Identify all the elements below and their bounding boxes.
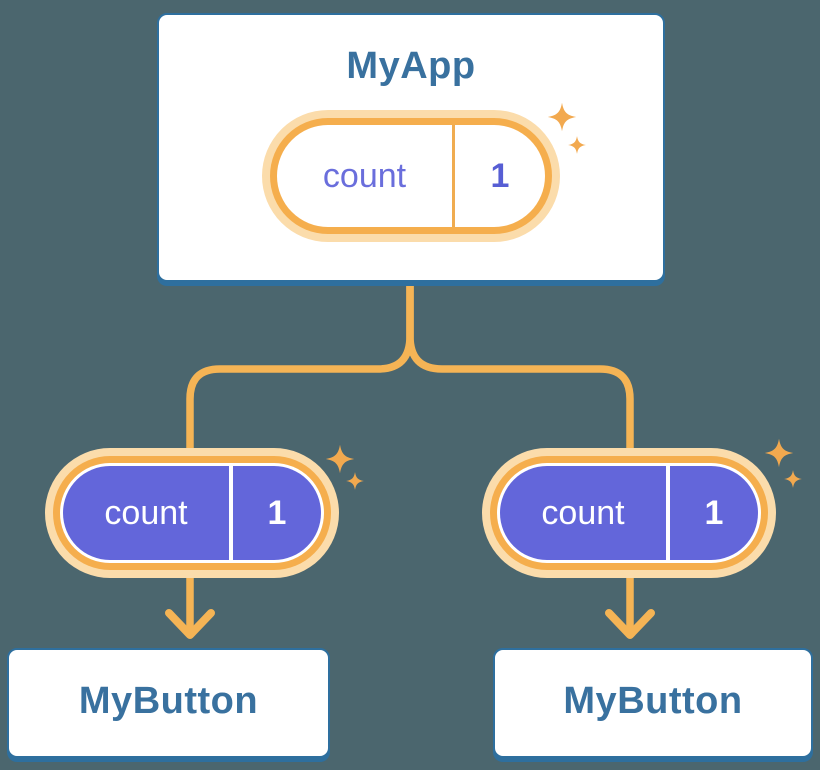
- sparkle-icon: [346, 472, 364, 490]
- sparkle-icon: [547, 102, 577, 132]
- prop-pill-value: 1: [233, 466, 321, 560]
- sparkle-icon: [325, 444, 355, 474]
- arrow-head-left-icon: [165, 609, 215, 639]
- state-pill-value: 1: [490, 156, 510, 195]
- component-title: MyApp: [346, 45, 476, 87]
- prop-pill-label: count: [500, 466, 666, 560]
- state-pill-label: count: [322, 156, 407, 195]
- prop-pill-ring: count 1: [490, 456, 768, 570]
- state-pill: count 1: [262, 110, 560, 242]
- prop-pill-left: count 1: [45, 448, 339, 578]
- branch-right-line: [406, 280, 634, 634]
- sparkle-icon: [764, 438, 794, 468]
- arrow-head-right-icon: [605, 609, 655, 639]
- state-pill-divider: [452, 125, 455, 227]
- prop-pill-right: count 1: [482, 448, 776, 578]
- prop-pill-ring: count 1: [53, 456, 331, 570]
- prop-pill-value: 1: [670, 466, 758, 560]
- state-pill-ring: count 1: [270, 118, 552, 234]
- prop-pill-label: count: [63, 466, 229, 560]
- component-node-child-left: MyButton: [7, 648, 330, 758]
- sparkle-icon: [568, 136, 586, 154]
- component-node-child-right: MyButton: [493, 648, 813, 758]
- component-title: MyButton: [78, 679, 259, 722]
- sparkle-icon: [784, 470, 802, 488]
- component-title: MyButton: [563, 679, 743, 722]
